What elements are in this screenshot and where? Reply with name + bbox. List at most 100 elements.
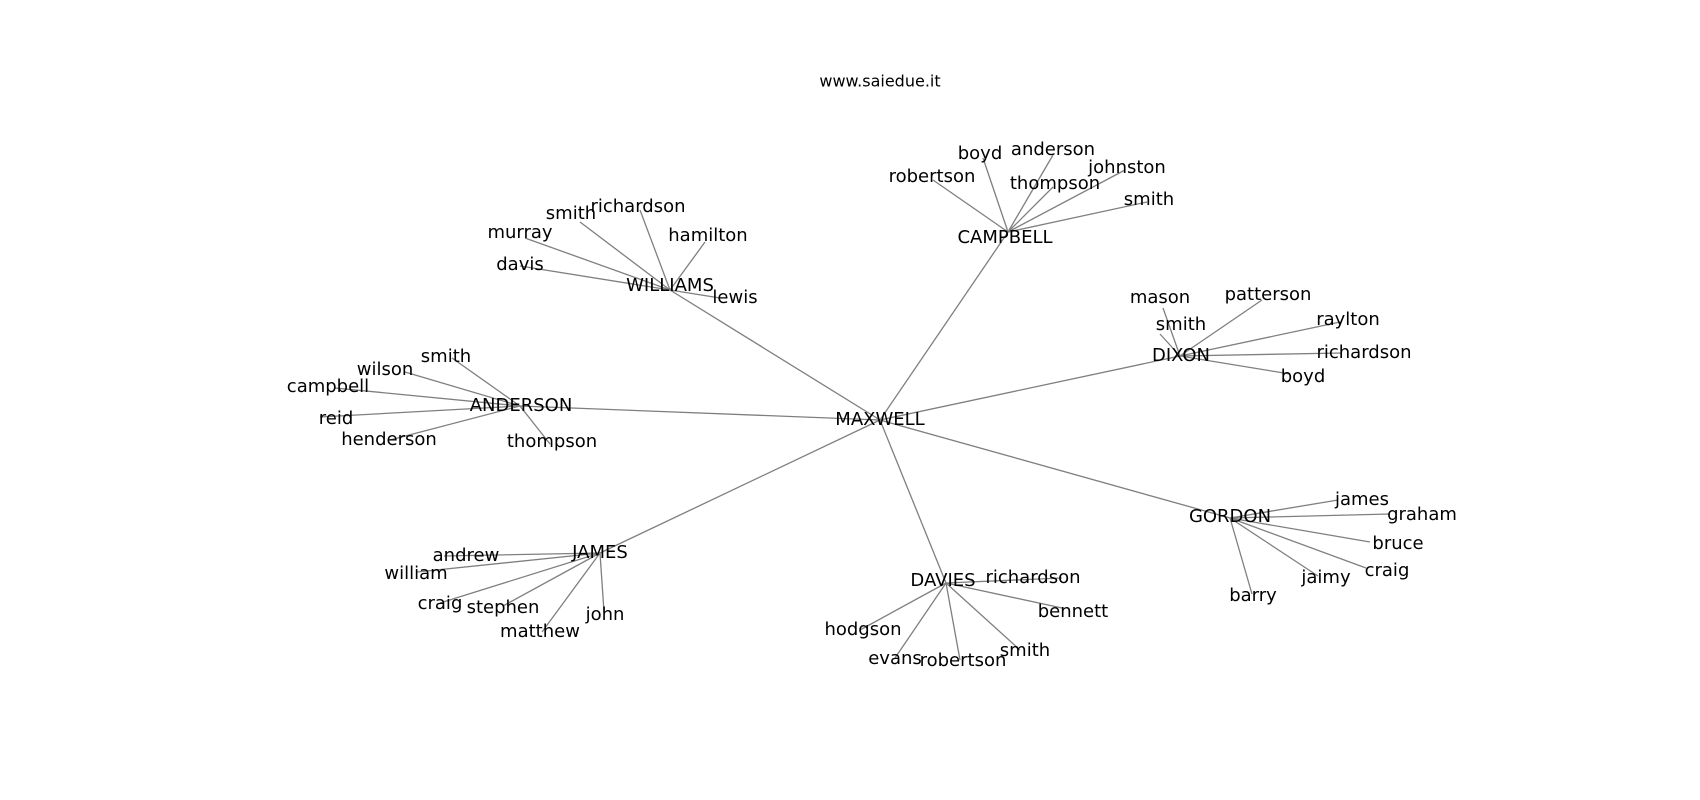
edge-williams-murray xyxy=(524,237,671,291)
edge-davies-richardson xyxy=(945,577,1063,584)
node-leaf-williams-hamilton: hamilton xyxy=(668,225,747,246)
edge-davies-robertson xyxy=(945,582,961,661)
edge-gordon-james xyxy=(1229,499,1339,519)
edge-anderson-henderson xyxy=(389,405,521,441)
node-leaf-davies-richardson: richardson xyxy=(985,567,1080,588)
node-root: MAXWELL xyxy=(835,409,924,430)
node-leaf-dixon-raylton: raylton xyxy=(1316,309,1380,330)
edge-james-stephen xyxy=(502,552,601,607)
node-leaf-dixon-boyd: boyd xyxy=(1281,366,1326,387)
node-leaf-campbell-robertson: robertson xyxy=(889,166,976,187)
edge-campbell-robertson xyxy=(932,179,1009,233)
edge-dixon-smith xyxy=(1159,333,1181,357)
node-leaf-gordon-craig: craig xyxy=(1365,560,1410,581)
edge-campbell-smith xyxy=(1007,201,1148,233)
edge-dixon-mason xyxy=(1162,307,1181,357)
edge-dixon-richardson xyxy=(1179,352,1343,357)
edge-james-craig xyxy=(439,552,601,604)
node-leaf-anderson-thompson: thompson xyxy=(507,431,597,452)
edge-gordon-jaimy xyxy=(1229,517,1319,577)
node-leaf-campbell-johnston: johnston xyxy=(1087,157,1166,178)
node-leaf-james-stephen: stephen xyxy=(467,597,540,618)
node-leaf-dixon-patterson: patterson xyxy=(1225,284,1312,305)
edge-root-dixon xyxy=(879,355,1181,421)
edge-campbell-thompson xyxy=(1007,186,1054,233)
node-leaf-davies-bennett: bennett xyxy=(1038,601,1109,622)
node-leaf-williams-richardson: richardson xyxy=(590,196,685,217)
node-leaf-gordon-barry: barry xyxy=(1229,585,1277,606)
node-leaf-davies-hodgson: hodgson xyxy=(824,619,901,640)
label-layer: WILLIAMSsmithrichardsonhamiltonmurraydav… xyxy=(287,139,1457,671)
edge-campbell-boyd xyxy=(982,157,1009,233)
node-leaf-anderson-smith: smith xyxy=(421,346,471,367)
node-leaf-davies-evans: evans xyxy=(868,648,922,669)
edge-james-matthew xyxy=(541,552,601,633)
node-hub-anderson: ANDERSON xyxy=(470,395,573,416)
edge-davies-hodgson xyxy=(859,582,947,631)
node-leaf-gordon-graham: graham xyxy=(1387,504,1457,525)
node-leaf-williams-smith: smith xyxy=(546,203,596,224)
edge-anderson-smith xyxy=(451,357,521,407)
edge-gordon-bruce xyxy=(1229,517,1371,543)
edge-james-william xyxy=(416,552,601,573)
node-leaf-anderson-henderson: henderson xyxy=(341,429,437,450)
edge-anderson-reid xyxy=(319,405,521,418)
edge-root-williams xyxy=(669,289,881,421)
edge-williams-smith xyxy=(579,221,671,291)
edge-root-anderson xyxy=(519,405,881,421)
edge-gordon-graham xyxy=(1229,513,1391,519)
edge-dixon-patterson xyxy=(1179,299,1263,357)
edge-davies-bennett xyxy=(945,582,1063,609)
node-leaf-james-john: john xyxy=(585,604,625,625)
node-leaf-campbell-thompson: thompson xyxy=(1010,173,1100,194)
edge-dixon-boyd xyxy=(1179,355,1291,375)
edge-root-davies xyxy=(879,419,947,584)
edge-gordon-barry xyxy=(1229,517,1253,595)
diagram-title: www.saiedue.it xyxy=(819,72,940,91)
edge-root-campbell xyxy=(879,231,1009,421)
edge-dixon-raylton xyxy=(1179,321,1341,357)
node-leaf-williams-murray: murray xyxy=(487,222,552,243)
edge-james-john xyxy=(599,552,605,613)
edge-anderson-thompson xyxy=(519,405,551,445)
node-leaf-dixon-smith: smith xyxy=(1156,314,1206,335)
node-leaf-williams-davis: davis xyxy=(496,254,544,275)
node-leaf-gordon-jaimy: jaimy xyxy=(1300,567,1351,588)
node-leaf-davies-smith: smith xyxy=(1000,640,1050,661)
node-leaf-dixon-mason: mason xyxy=(1130,287,1190,308)
edge-davies-evans xyxy=(894,582,947,659)
node-hub-campbell: CAMPBELL xyxy=(957,227,1052,248)
node-hub-dixon: DIXON xyxy=(1152,345,1210,366)
edge-williams-richardson xyxy=(639,209,671,291)
edge-williams-davis xyxy=(519,265,671,291)
node-leaf-james-matthew: matthew xyxy=(500,621,580,642)
edge-anderson-campbell xyxy=(334,387,521,407)
node-leaf-james-andrew: andrew xyxy=(433,545,500,566)
edge-williams-hamilton xyxy=(669,241,706,291)
edge-anderson-wilson xyxy=(404,371,521,407)
node-hub-james: JAMES xyxy=(571,542,628,563)
node-leaf-dixon-richardson: richardson xyxy=(1316,342,1411,363)
node-leaf-anderson-campbell: campbell xyxy=(287,376,369,397)
node-hub-gordon: GORDON xyxy=(1189,506,1271,527)
node-leaf-gordon-bruce: bruce xyxy=(1372,533,1423,554)
node-hub-williams: WILLIAMS xyxy=(626,275,714,296)
edge-root-gordon xyxy=(879,419,1231,519)
node-leaf-campbell-boyd: boyd xyxy=(958,143,1003,164)
node-leaf-campbell-smith: smith xyxy=(1124,189,1174,210)
node-leaf-gordon-james: james xyxy=(1334,489,1389,510)
edge-root-james xyxy=(599,419,881,554)
edge-campbell-anderson xyxy=(1007,154,1054,233)
edge-campbell-johnston xyxy=(1007,169,1126,233)
node-leaf-anderson-wilson: wilson xyxy=(357,359,414,380)
node-leaf-anderson-reid: reid xyxy=(319,408,354,429)
node-hub-davies: DAVIES xyxy=(910,570,975,591)
edge-davies-smith xyxy=(945,582,1021,651)
node-leaf-davies-robertson: robertson xyxy=(920,650,1007,671)
edge-james-andrew xyxy=(443,552,601,557)
node-leaf-williams-lewis: lewis xyxy=(712,287,757,308)
edge-williams-lewis xyxy=(669,289,721,299)
node-leaf-james-william: william xyxy=(384,563,447,584)
node-leaf-james-craig: craig xyxy=(418,593,463,614)
